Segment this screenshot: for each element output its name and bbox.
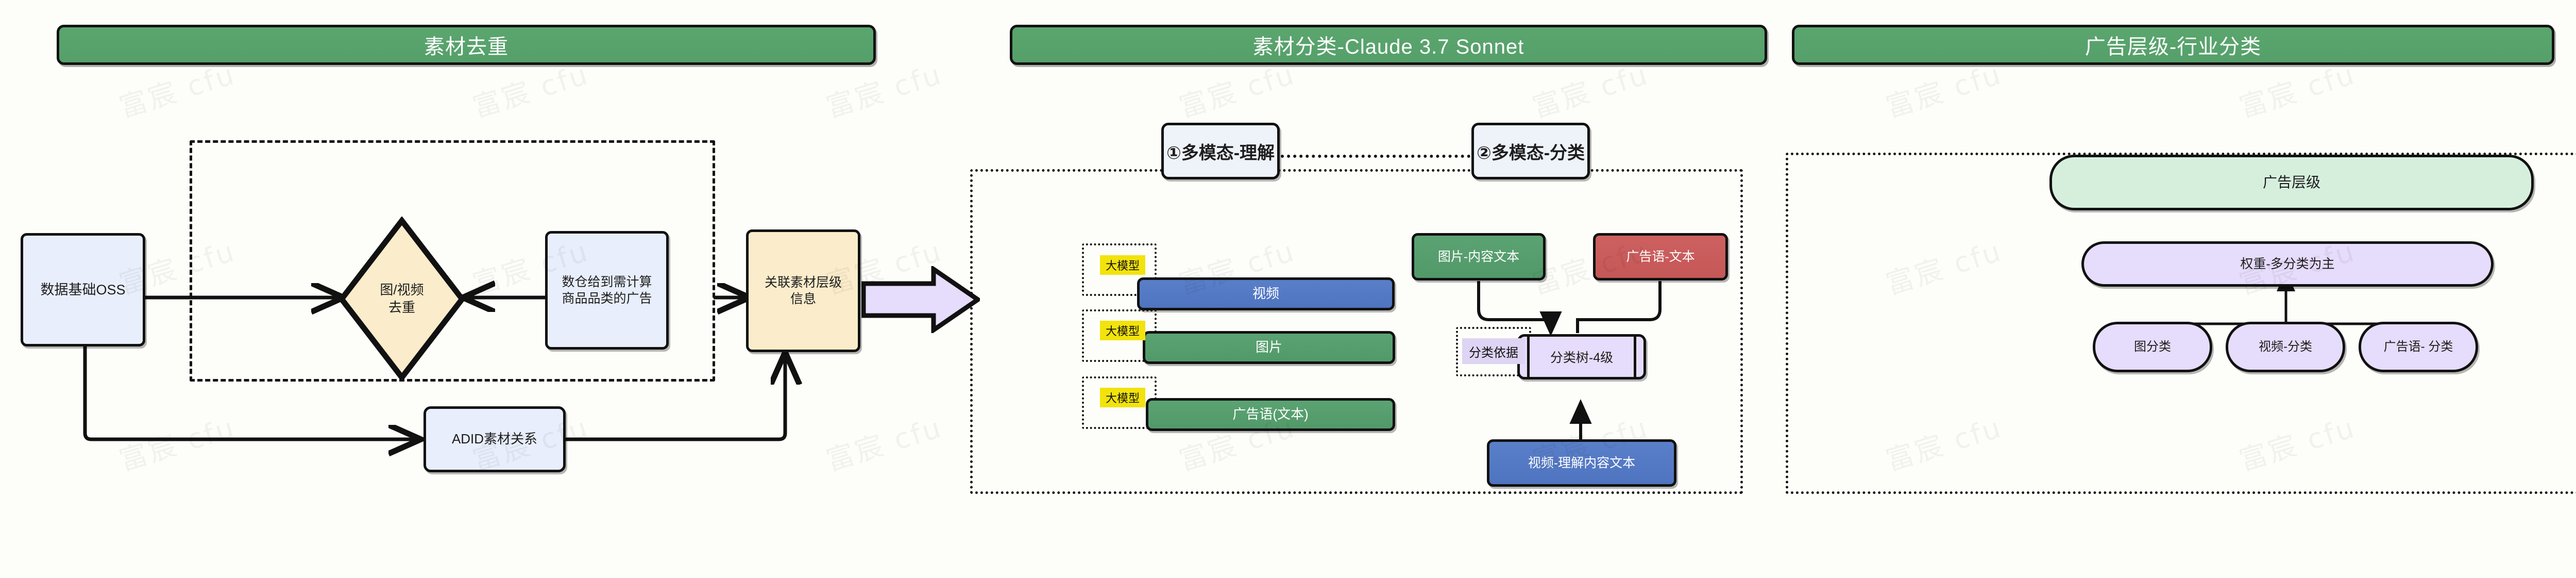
- node-adid-relation[interactable]: ADID素材关系: [423, 406, 566, 472]
- node-label: 图/视频 去重: [380, 282, 424, 315]
- panel-title-text: 素材分类-Claude 3.7 Sonnet: [1252, 36, 1524, 58]
- node-label: ADID素材关系: [451, 431, 538, 447]
- node-category-video[interactable]: 视频-分类: [2226, 322, 2345, 372]
- step-label-multimodal-classification: ②多模态-分类: [1471, 123, 1590, 179]
- node-label: 广告语- 分类: [2383, 339, 2453, 354]
- node-label: 广告语-文本: [1626, 250, 1695, 264]
- node-data-oss[interactable]: 数据基础OSS: [21, 233, 145, 346]
- ad-level-dotted-group: [1786, 153, 2576, 494]
- node-adcopy-text[interactable]: 广告语-文本: [1593, 233, 1728, 280]
- node-label: 权重-多分类为主: [2240, 257, 2335, 271]
- node-label: 关联素材层级 信息: [764, 275, 842, 306]
- step-label-text: ②多模态-分类: [1476, 143, 1585, 163]
- node-data-warehouse[interactable]: 数仓给到需计算 商品品类的广告: [545, 231, 669, 350]
- panel-header-ad-level: 广告层级-行业分类: [1792, 25, 2554, 65]
- panel-title-text: 广告层级-行业分类: [2084, 36, 2262, 58]
- node-dedup-decision[interactable]: 图/视频 去重: [337, 217, 466, 382]
- tag-classification-basis: 分类依据: [1462, 338, 1525, 364]
- tag-text: 大模型: [1105, 392, 1140, 405]
- classification-dotted-group: [970, 169, 1743, 494]
- node-label: 图片-内容文本: [1437, 250, 1520, 264]
- step-label-text: ①多模态-理解: [1166, 143, 1275, 163]
- node-label: 广告语(文本): [1232, 406, 1309, 422]
- node-classification-tree[interactable]: 分类树-4级: [1517, 334, 1646, 379]
- tag-large-model-adcopy: 大模型: [1100, 388, 1145, 407]
- node-label: 分类树-4级: [1550, 351, 1614, 365]
- node-label: 视频-分类: [2259, 339, 2312, 354]
- modality-tag-box-video: [1082, 243, 1157, 296]
- node-category-image[interactable]: 图分类: [2093, 322, 2212, 372]
- step-label-multimodal-understanding: ①多模态-理解: [1161, 123, 1280, 179]
- flow-arrow-to-classification: [861, 266, 980, 333]
- diagram-canvas: 素材去重 数据基础OSS 图/视频 去重 数仓给到需计算 商品品类的广告 关联素…: [21, 25, 2576, 494]
- panel-header-dedup: 素材去重: [57, 25, 876, 65]
- modality-bar-adcopy[interactable]: 广告语(文本): [1146, 398, 1395, 431]
- node-label: 数仓给到需计算 商品品类的广告: [562, 275, 652, 306]
- tag-text: 大模型: [1105, 325, 1140, 338]
- modality-bar-video[interactable]: 视频: [1137, 277, 1395, 310]
- node-label: 视频: [1252, 286, 1279, 302]
- node-image-content-text[interactable]: 图片-内容文本: [1412, 233, 1546, 280]
- step-connector-dots: [1281, 155, 1470, 158]
- node-label: 数据基础OSS: [40, 282, 126, 298]
- node-video-understanding-text[interactable]: 视频-理解内容文本: [1487, 439, 1676, 487]
- node-label: 视频-理解内容文本: [1528, 456, 1636, 470]
- dedup-dashed-group: [190, 140, 715, 382]
- tag-large-model-image: 大模型: [1100, 321, 1145, 340]
- node-link-material-level[interactable]: 关联素材层级 信息: [746, 229, 860, 352]
- node-label: 广告层级: [2262, 174, 2320, 191]
- node-category-adcopy[interactable]: 广告语- 分类: [2359, 322, 2478, 372]
- node-weight-multiclass[interactable]: 权重-多分类为主: [2081, 241, 2494, 287]
- tag-text: 大模型: [1105, 259, 1140, 272]
- node-ad-level[interactable]: 广告层级: [2049, 155, 2534, 210]
- modality-bar-image[interactable]: 图片: [1143, 331, 1395, 364]
- tag-large-model-video: 大模型: [1100, 255, 1145, 275]
- panel-header-classification: 素材分类-Claude 3.7 Sonnet: [1010, 25, 1767, 65]
- node-label: 图分类: [2134, 339, 2171, 354]
- tag-text: 分类依据: [1469, 345, 1518, 360]
- node-label: 图片: [1255, 339, 1282, 355]
- panel-title-text: 素材去重: [424, 36, 509, 58]
